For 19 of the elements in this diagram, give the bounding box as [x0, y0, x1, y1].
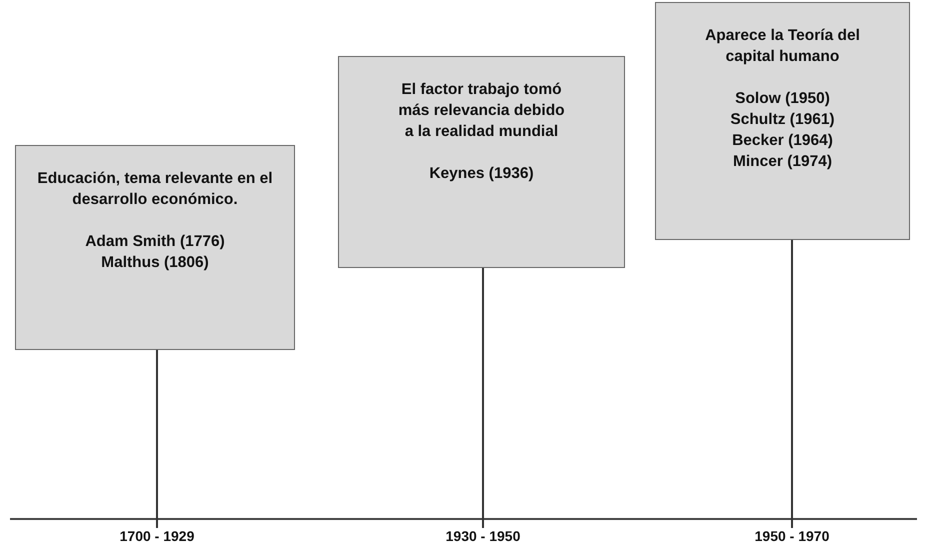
year-range-label: 1930 - 1950	[423, 528, 543, 544]
period-box	[338, 56, 625, 268]
connector-line	[791, 240, 793, 528]
period-box	[15, 145, 295, 350]
year-range-label: 1700 - 1929	[97, 528, 217, 544]
author-reference: Schultz (1961)	[729, 110, 836, 130]
author-reference: Solow (1950)	[734, 89, 831, 109]
period-description: Educación, tema relevante en el desarrollo económico.	[36, 169, 274, 210]
connector-line	[156, 350, 158, 528]
author-reference: Malthus (1806)	[100, 253, 210, 273]
period-description: Aparece la Teoría del capital humano	[704, 26, 861, 67]
connector-line	[482, 268, 484, 528]
author-reference: Mincer (1974)	[732, 152, 834, 172]
period-box	[655, 2, 910, 240]
year-range-label: 1950 - 1970	[732, 528, 852, 544]
author-reference: Becker (1964)	[731, 131, 834, 151]
author-reference: Keynes (1936)	[428, 164, 535, 184]
author-reference: Adam Smith (1776)	[84, 232, 226, 252]
period-description: El factor trabajo tomó más relevancia debido a la realidad mundial	[397, 80, 566, 142]
